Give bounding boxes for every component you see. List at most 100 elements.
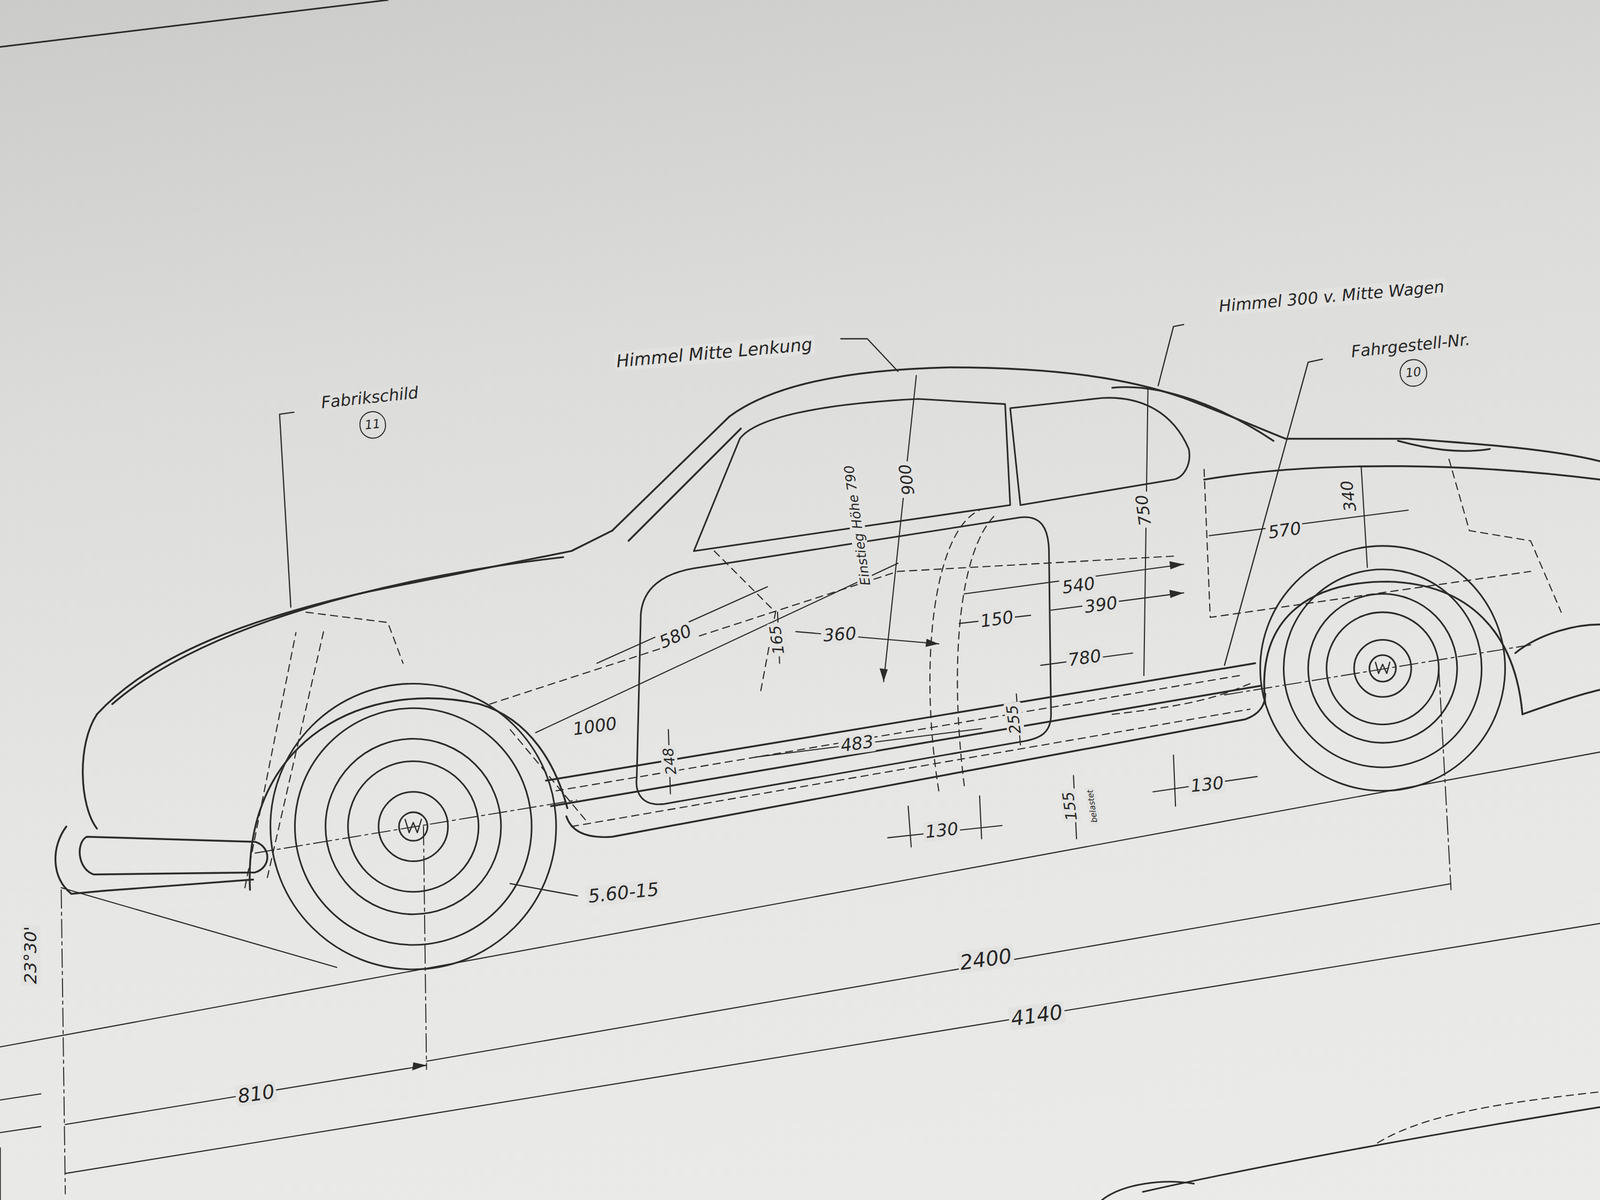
car-body (104, 879, 254, 891)
second-view (1142, 1106, 1600, 1192)
car-body (249, 698, 568, 890)
dimension-value: 130 (922, 819, 962, 843)
wheel (1354, 639, 1412, 697)
leader-line (510, 883, 578, 896)
dimension-line (60, 887, 337, 968)
dimension-value: 155 (1059, 788, 1082, 824)
dimension-value: 150 (977, 606, 1017, 632)
hidden-line (714, 550, 776, 694)
callout-marker: Fabrikschild11 (318, 383, 425, 444)
dimension-value: 900 (895, 460, 919, 499)
leader-line (279, 324, 1323, 897)
dimension-value: 360 (820, 623, 859, 646)
hidden-line (489, 556, 1174, 705)
car-body (566, 694, 1266, 838)
car-body (628, 428, 741, 541)
dimension-value: 390 (1081, 593, 1121, 618)
dimension-line (596, 586, 768, 664)
window-outline (694, 397, 1190, 552)
dimension-value: 2400 (956, 944, 1015, 975)
dimension-value: 4140 (1007, 1000, 1067, 1031)
window-outline (1010, 397, 1190, 506)
arrow-head (879, 668, 888, 682)
dimension-value: 130 (1187, 773, 1227, 797)
dimension-line (883, 375, 917, 682)
dimension-line (1209, 510, 1409, 536)
dimension-line (65, 923, 1600, 1174)
car-body (55, 826, 105, 895)
hidden-line (244, 632, 296, 888)
leader-line (1158, 324, 1184, 386)
dimension-line (795, 631, 939, 644)
car-body (79, 836, 268, 875)
car-body (55, 367, 1600, 895)
door-outline (636, 517, 1051, 805)
part-label: Fabrikschild (318, 383, 422, 413)
wheel (1308, 594, 1458, 744)
car-body (550, 685, 1261, 806)
second-view (1102, 1091, 1600, 1200)
car-body (1515, 624, 1600, 653)
sheet-border (0, 1148, 2, 1200)
annotation-label: belastet (1085, 787, 1101, 826)
center-line (60, 889, 66, 1195)
car-body (96, 530, 613, 714)
hidden-line (305, 612, 403, 664)
hidden-line (1112, 683, 1251, 714)
car-body (1112, 387, 1274, 441)
hidden-line (244, 459, 1562, 888)
wheel (1260, 545, 1506, 791)
center-line (1439, 668, 1452, 890)
callout-number: 10 (1398, 357, 1429, 388)
hidden-line (510, 729, 587, 822)
dimension-line (0, 375, 1600, 1174)
hidden-line (556, 675, 1240, 791)
car-body (1397, 440, 1490, 451)
second-view (1377, 1091, 1600, 1143)
car-body (82, 714, 98, 829)
arrow-head (412, 560, 1184, 1071)
hidden-line (571, 709, 1251, 827)
dimension-value: 255 (1003, 701, 1026, 737)
dimension-line (535, 563, 898, 733)
leader-line (1224, 359, 1323, 666)
dimension-value: 780 (1064, 645, 1105, 671)
arrow-head (412, 1062, 427, 1071)
dimension-value: 540 (1058, 573, 1099, 598)
dimension-value: 248 (659, 744, 680, 778)
wheel (1283, 569, 1482, 768)
car-body (1204, 466, 1600, 480)
car-body (612, 416, 730, 532)
wheel (1369, 655, 1397, 682)
dimension-line (1143, 387, 1149, 676)
dimension-value: 810 (234, 1080, 279, 1107)
leader-line (279, 412, 295, 607)
sheet-border (0, 0, 388, 1200)
dimension-line (1360, 467, 1367, 568)
car-body (729, 367, 1600, 462)
dimension-line (1173, 755, 1176, 806)
dimension-value: 165 (766, 621, 789, 658)
car-body (112, 557, 564, 705)
hidden-line (929, 510, 980, 791)
hidden-line (1449, 459, 1562, 613)
dimension-value: 340 (1337, 477, 1361, 515)
callout-marker: Fahrgestell-Nr.10 (1348, 330, 1476, 393)
arrow-head (1169, 589, 1184, 598)
dimension-value: 750 (1132, 491, 1156, 529)
wheel (1326, 612, 1440, 725)
leader-line (840, 339, 898, 372)
annotation-label: Himmel Mitte Lenkung (613, 334, 815, 372)
dimension-value: 580 (654, 620, 697, 653)
sheet-border (0, 0, 388, 48)
dimension-value: 23°30' (20, 924, 41, 986)
part-label: Fahrgestell-Nr. (1348, 330, 1473, 362)
car-body (1264, 581, 1523, 715)
center-line (423, 826, 427, 1070)
center-line (1224, 644, 1531, 696)
dimension-value: 570 (1264, 518, 1305, 543)
hidden-line (957, 515, 995, 787)
dimension-line (908, 795, 982, 847)
arrow-head (925, 639, 940, 648)
